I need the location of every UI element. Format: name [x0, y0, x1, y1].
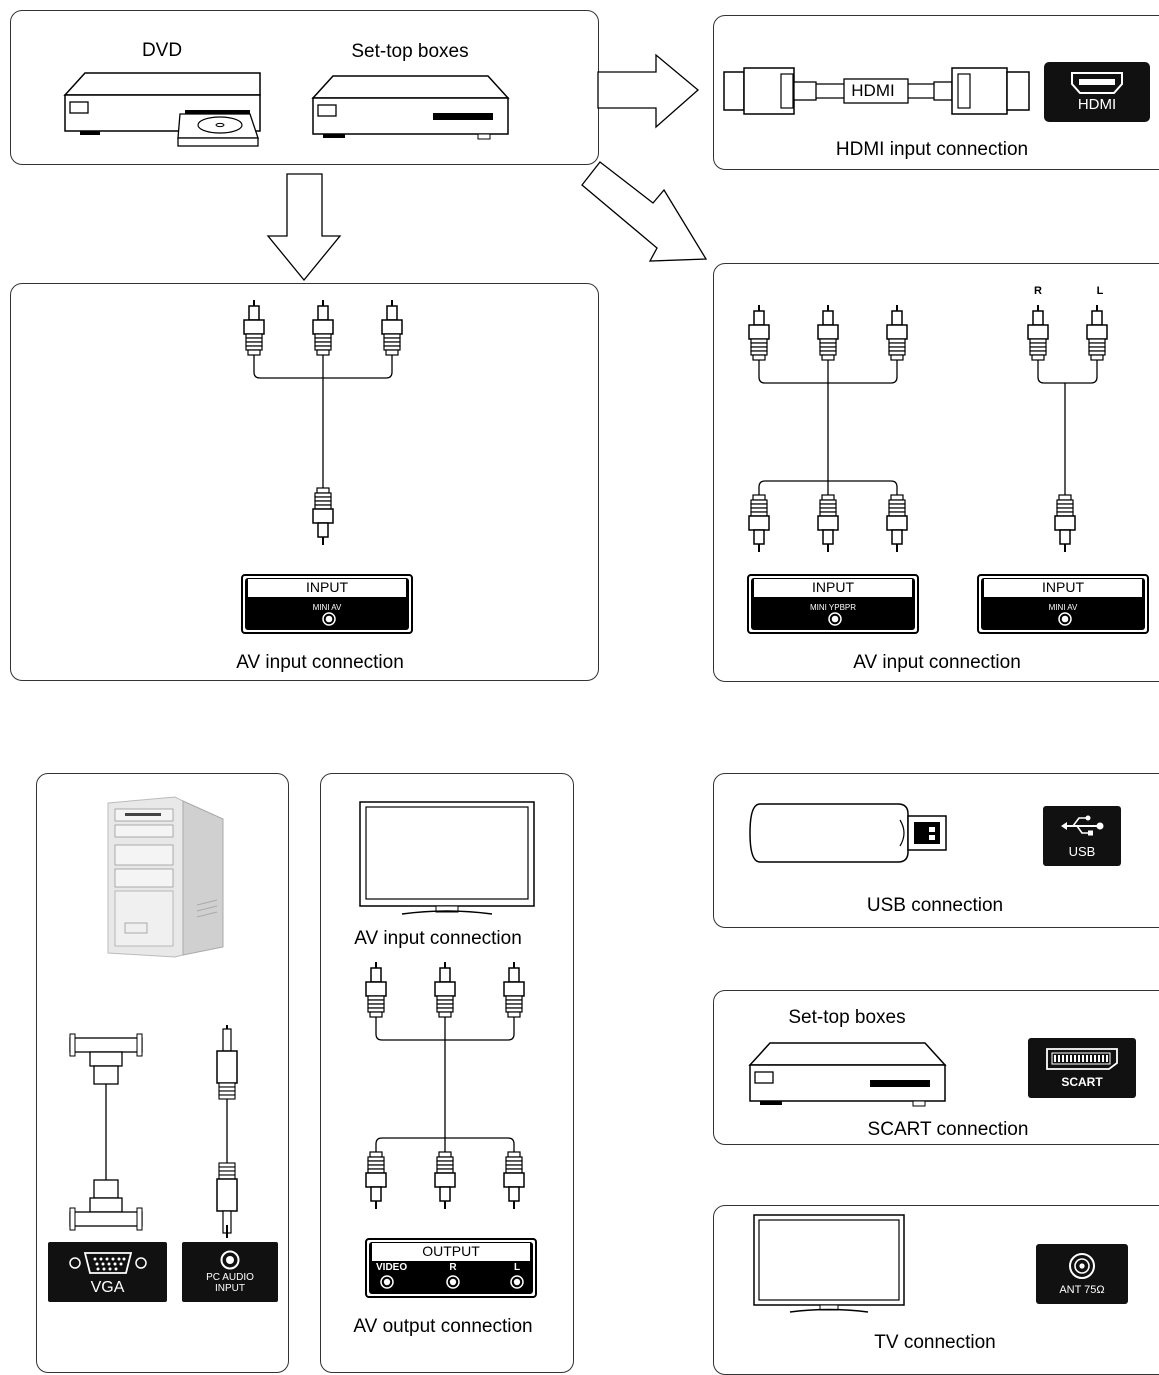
left-channel-label: L — [1096, 285, 1104, 297]
mini-av-input-title: INPUT — [306, 579, 348, 595]
mini-av-jack-icon — [322, 612, 336, 626]
av-left-caption: AV input connection — [236, 652, 404, 673]
hdmi-cable-icon — [723, 67, 1030, 115]
tv-icon — [753, 1214, 905, 1313]
av-output-video-label: VIDEO — [376, 1262, 408, 1273]
pc-audio-cable-icon — [216, 1025, 238, 1238]
hdmi-caption: HDMI input connection — [835, 139, 1029, 160]
tv-monitor-icon — [359, 801, 535, 915]
antenna-port-badge: ANT 75Ω — [1036, 1244, 1128, 1304]
arrow-right — [597, 53, 699, 129]
pc-audio-jack-icon — [220, 1250, 240, 1270]
right-channel-label: R — [1034, 285, 1042, 297]
av-output-cable-icon — [365, 961, 525, 1210]
usb-port-label: USB — [1068, 844, 1096, 859]
vga-port-badge: VGA — [48, 1242, 167, 1302]
tv-caption: TV connection — [874, 1332, 996, 1353]
mini-ypbpr-input-sub: MINI YPBPR — [809, 603, 857, 612]
set-top-box-icon — [311, 75, 510, 140]
scart-port-label: SCART — [1061, 1075, 1103, 1089]
vga-port-label: VGA — [90, 1279, 125, 1296]
pc-tower-icon — [107, 796, 224, 958]
mini-ypbpr-input-port: INPUT MINI YPBPR — [747, 574, 919, 634]
pc-audio-port-badge: PC AUDIO INPUT — [182, 1242, 278, 1302]
mini-ypbpr-input-title: INPUT — [812, 579, 854, 595]
hdmi-port-badge: HDMI — [1044, 62, 1150, 122]
hdmi-port-label: HDMI — [1077, 96, 1117, 113]
mini-av-jack-icon-right — [1058, 612, 1072, 626]
mini-av-input-port-right: INPUT MINI AV — [977, 574, 1149, 634]
av-output-l-label: L — [513, 1262, 521, 1273]
hdmi-cable-label: HDMI — [851, 81, 895, 100]
scart-caption: SCART connection — [867, 1119, 1029, 1140]
mini-av-input-port: INPUT MINI AV — [241, 574, 413, 634]
arrow-down — [266, 173, 342, 282]
dvd-player-icon — [63, 72, 261, 147]
av-right-caption: AV input connection — [853, 652, 1021, 673]
av-output-title: OUTPUT — [422, 1243, 480, 1259]
audio-rl-cable-icon — [1027, 304, 1108, 553]
antenna-jack-icon — [1069, 1253, 1095, 1279]
av-output-r-label: R — [449, 1262, 457, 1273]
usb-drive-icon — [749, 803, 947, 863]
mini-av-input-sub-right: MINI AV — [1048, 603, 1078, 612]
av-output-jacks-icon — [380, 1275, 524, 1289]
usb-symbol-icon — [1061, 815, 1104, 836]
scart-port-badge: SCART — [1028, 1038, 1136, 1098]
pc-audio-label-1: PC AUDIO — [206, 1272, 254, 1283]
usb-port-badge: USB — [1043, 806, 1121, 866]
usb-caption: USB connection — [866, 895, 1004, 916]
mini-av-input-sub: MINI AV — [312, 603, 342, 612]
mini-ypbpr-jack-icon — [828, 612, 842, 626]
set-top-box-label: Set-top boxes — [351, 41, 469, 62]
arrow-diagonal — [581, 161, 708, 262]
antenna-port-label: ANT 75Ω — [1059, 1284, 1105, 1296]
pc-audio-label-2: INPUT — [215, 1283, 245, 1294]
scart-connector-icon — [1046, 1048, 1118, 1070]
rca-cable-icon — [243, 299, 403, 546]
av-output-port: OUTPUT VIDEO R L — [365, 1238, 537, 1298]
scart-set-top-box-icon — [748, 1042, 947, 1107]
hdmi-port-icon — [1071, 72, 1123, 94]
scart-stb-label: Set-top boxes — [788, 1007, 906, 1028]
mini-av-input-title-right: INPUT — [1042, 579, 1084, 595]
dvd-label: DVD — [141, 40, 183, 61]
vga-port-icon — [69, 1252, 147, 1274]
av-output-caption: AV output connection — [353, 1316, 533, 1337]
ypbpr-cable-icon — [748, 304, 908, 553]
tv-input-caption: AV input connection — [354, 928, 522, 949]
vga-cable-icon — [69, 1033, 143, 1231]
